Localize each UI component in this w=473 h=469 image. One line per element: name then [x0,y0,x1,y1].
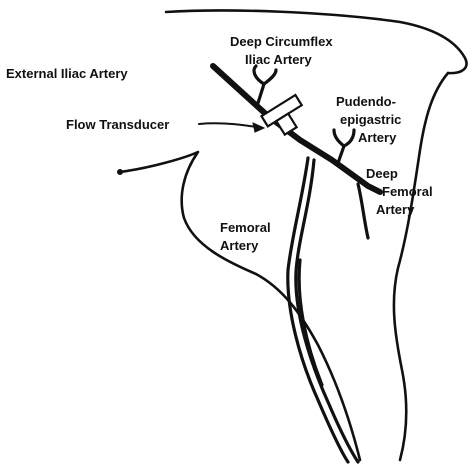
label-deep-femoral-line3: Artery [376,202,415,217]
label-femoral-line2: Artery [220,238,259,253]
haunch-contour [394,73,448,460]
label-pudendo-line3: Artery [358,130,397,145]
label-deep-circumflex-line1: Deep Circumflex [230,34,333,49]
flow-transducer-probe [261,95,310,140]
label-flow-transducer: Flow Transducer [66,117,169,132]
outline-end-dot [117,169,123,175]
label-deep-femoral-line1: Deep [366,166,398,181]
label-femoral-line1: Femoral [220,220,271,235]
label-deep-femoral-line2: Femoral [382,184,433,199]
femoral-vessel-inner [299,260,322,385]
deep-femoral-branch [358,184,368,238]
label-deep-circumflex-line2: Iliac Artery [245,52,312,67]
pudendo-epigastric-branch [334,130,354,163]
deep-circumflex-iliac-branch [254,66,276,103]
transducer-leader-arrow [199,123,264,132]
label-pudendo-line2: epigastric [340,112,401,127]
label-external-iliac-artery: External Iliac Artery [6,66,128,81]
label-pudendo-line1: Pudendo- [336,94,396,109]
